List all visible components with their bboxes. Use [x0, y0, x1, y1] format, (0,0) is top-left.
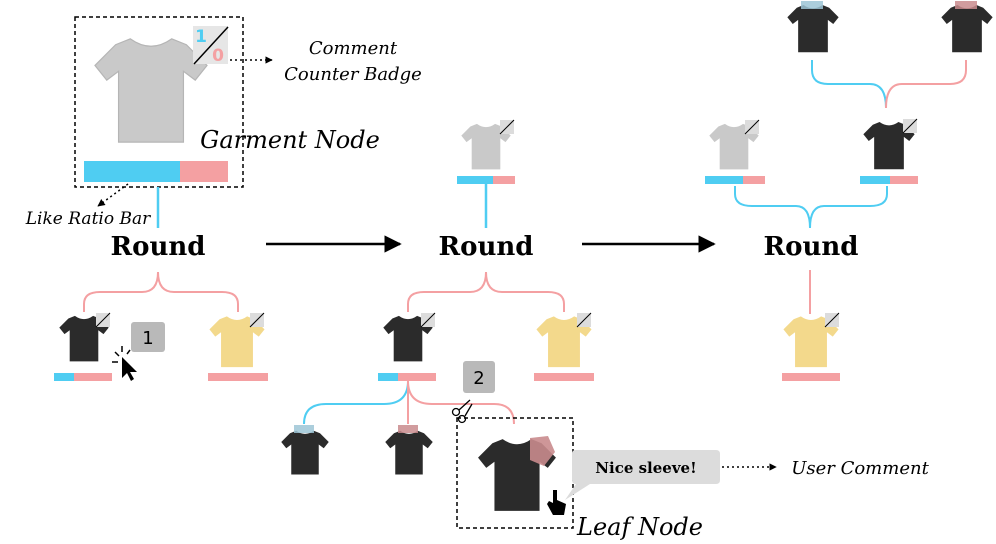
- garment-node-label: Garment Node: [200, 126, 380, 154]
- like-ratio-bar-label: Like Ratio Bar: [25, 209, 151, 229]
- leaf-tshirt-1: [281, 425, 329, 475]
- round-label-2: Round: [439, 232, 534, 262]
- bar-pink: [398, 373, 436, 381]
- sleeve-highlight: [530, 436, 555, 466]
- collar-highlight-pink: [955, 1, 977, 9]
- merge-blue-2: [734, 186, 811, 229]
- bar-blue: [705, 176, 743, 184]
- collar-highlight-blue: [801, 1, 823, 9]
- click-cursor-icon: [112, 346, 137, 381]
- like-bar-pink: [180, 161, 228, 182]
- garment-node-annotated: 1 0 Comment Counter Badge Garment Node L…: [25, 16, 422, 229]
- scissors-icon: [451, 399, 473, 424]
- bracket-col2: [407, 271, 565, 312]
- collar-highlight-pink: [398, 425, 418, 433]
- pointer-hand-icon: [547, 490, 566, 515]
- col3-mid-gray: [705, 119, 765, 184]
- bar-blue: [54, 373, 74, 381]
- collar-highlight-blue: [294, 425, 314, 433]
- dark-tshirt: [941, 5, 993, 53]
- bar-pink: [782, 373, 840, 381]
- dark-tshirt: [281, 430, 329, 475]
- bar-blue: [860, 176, 890, 184]
- round-label-1: Round: [111, 232, 206, 262]
- bar-pink: [208, 373, 268, 381]
- branch-blue: [303, 380, 409, 425]
- col2-top-node: [457, 119, 515, 184]
- col2-child-yellow: [534, 312, 594, 381]
- like-bar-callout-arrow: [97, 183, 129, 207]
- bar-pink: [493, 176, 515, 184]
- col1-child-dark: [54, 312, 112, 381]
- comment-text: Nice sleeve!: [595, 459, 696, 477]
- bracket-col1: [83, 271, 239, 312]
- leaf-node-selected: [456, 417, 574, 529]
- like-bar-blue: [84, 161, 180, 182]
- round-label-3: Round: [764, 232, 859, 262]
- col1-child-yellow: [208, 312, 268, 381]
- col2-child-dark: [378, 312, 436, 381]
- col3-top-right: [941, 1, 993, 53]
- col3-bottom-yellow: [782, 312, 840, 381]
- comment-counter-label-2: Counter Badge: [284, 64, 422, 85]
- step-2-number: 2: [473, 368, 484, 389]
- comment-bubble: Nice sleeve!: [565, 450, 720, 500]
- step-1-badge: 1: [131, 322, 165, 352]
- bar-pink: [74, 373, 112, 381]
- bar-pink: [534, 373, 594, 381]
- badge-bottom-count: 0: [212, 46, 224, 66]
- bar-blue: [457, 176, 493, 184]
- leaf-tshirt-2: [385, 425, 433, 475]
- merge-blue: [811, 60, 887, 109]
- col3-top-left: [787, 1, 839, 53]
- merge-blue-3: [809, 186, 888, 229]
- comment-counter-label-1: Comment: [309, 38, 398, 59]
- col3-mid-dark: [860, 118, 918, 184]
- user-comment-label: User Comment: [791, 458, 929, 479]
- bar-pink: [890, 176, 918, 184]
- bar-pink: [743, 176, 765, 184]
- branch-pink-right: [407, 380, 515, 425]
- comment-counter-badge: 1 0: [193, 26, 229, 66]
- step-1-number: 1: [142, 328, 153, 349]
- leaf-node-label: Leaf Node: [576, 513, 703, 541]
- bar-blue: [378, 373, 398, 381]
- dark-tshirt: [385, 430, 433, 475]
- gray-tshirt-large: [93, 37, 209, 144]
- dark-tshirt: [787, 5, 839, 53]
- step-2-badge: 2: [463, 361, 495, 393]
- badge-top-count: 1: [195, 27, 207, 47]
- merge-pink: [885, 60, 967, 109]
